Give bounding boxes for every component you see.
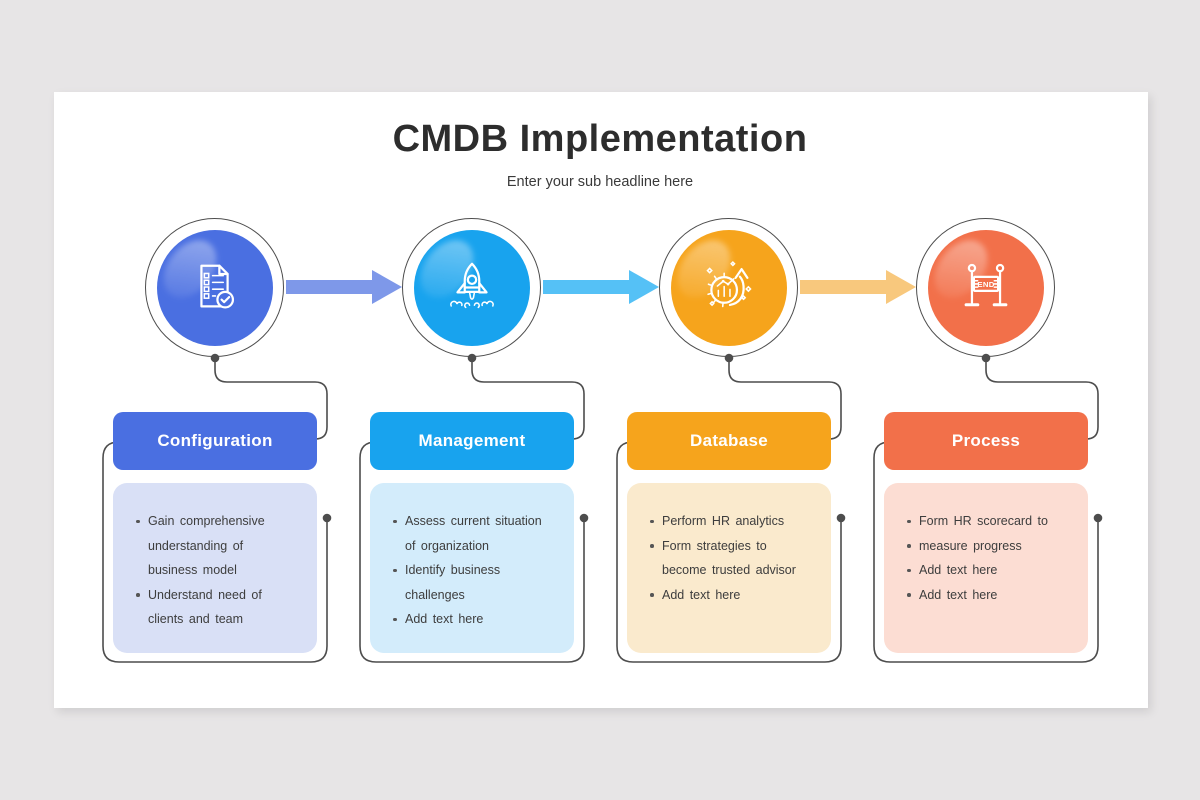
bullet-item: Perform HR analytics	[649, 509, 823, 534]
bullet-line: Add text here	[919, 563, 998, 577]
rocket-icon	[441, 257, 503, 319]
bullet-list: Assess current situation of organization…	[370, 509, 574, 632]
bullet-line: become trusted advisor	[662, 563, 796, 577]
step-label: Management	[418, 431, 526, 450]
step-label: Configuration	[157, 431, 273, 450]
step-header: Database	[627, 412, 831, 470]
step-label: Process	[951, 431, 1021, 450]
step-header: Process	[884, 412, 1088, 470]
bullet-item: Gain comprehensive understanding of busi…	[135, 509, 309, 583]
bullet-line: business model	[148, 563, 237, 577]
bullet-item: Add text here	[649, 583, 823, 608]
document-checklist-icon	[184, 257, 246, 319]
bullet-line: Form strategies to	[662, 538, 767, 553]
bullet-list: Form HR scorecard to measure progress Ad…	[884, 509, 1088, 607]
analytics-growth-gear-icon	[698, 257, 760, 319]
bullet-line: Understand need of	[148, 587, 262, 602]
bullet-item: Add text here	[906, 583, 1080, 608]
step-circle	[671, 230, 787, 346]
flow-arrow-icon	[800, 269, 916, 305]
bullet-list: Perform HR analytics Form strategies to …	[627, 509, 831, 607]
bullet-line: Add text here	[662, 587, 741, 602]
bullet-line: clients and team	[148, 612, 244, 626]
step-body-card: Assess current situation of organization…	[370, 483, 574, 653]
bullet-item: Add text here	[906, 558, 1080, 583]
flow-arrow-icon	[286, 269, 402, 305]
bullet-line: challenges	[405, 587, 465, 602]
bullet-item: Assess current situation of organization	[392, 509, 566, 558]
step-body-card: Form HR scorecard to measure progress Ad…	[884, 483, 1088, 653]
step-body-card: Gain comprehensive understanding of busi…	[113, 483, 317, 653]
bullet-item: Form strategies to become trusted adviso…	[649, 534, 823, 583]
bullet-line: measure progress	[919, 538, 1022, 553]
bullet-line: Perform HR analytics	[662, 514, 785, 528]
bullet-line: of organization	[405, 538, 490, 553]
svg-text:END: END	[977, 280, 994, 289]
bullet-line: Assess current situation	[405, 514, 542, 528]
step-header: Management	[370, 412, 574, 470]
bullet-item: Form HR scorecard to	[906, 509, 1080, 534]
bullet-item: measure progress	[906, 534, 1080, 559]
bullet-item: Add text here	[392, 607, 566, 632]
step-label: Database	[690, 431, 768, 450]
finish-line-end-icon: END	[955, 257, 1017, 319]
bullet-line: Form HR scorecard to	[919, 514, 1048, 528]
bullet-line: Add text here	[405, 612, 484, 626]
bullet-line: understanding of	[148, 538, 244, 553]
slide-title: CMDB Implementation	[392, 118, 808, 160]
step-circle	[157, 230, 273, 346]
bullet-line: Gain comprehensive	[148, 514, 265, 528]
step-header: Configuration	[113, 412, 317, 470]
flow-arrow-icon	[543, 269, 659, 305]
step-body-card: Perform HR analytics Form strategies to …	[627, 483, 831, 653]
bullet-line: Identify business	[405, 563, 501, 577]
bullet-item: Identify business challenges	[392, 558, 566, 607]
bullet-list: Gain comprehensive understanding of busi…	[113, 509, 317, 632]
bullet-line: Add text here	[919, 587, 998, 602]
bullet-item: Understand need of clients and team	[135, 583, 309, 632]
slide-subtitle: Enter your sub headline here	[506, 174, 694, 190]
